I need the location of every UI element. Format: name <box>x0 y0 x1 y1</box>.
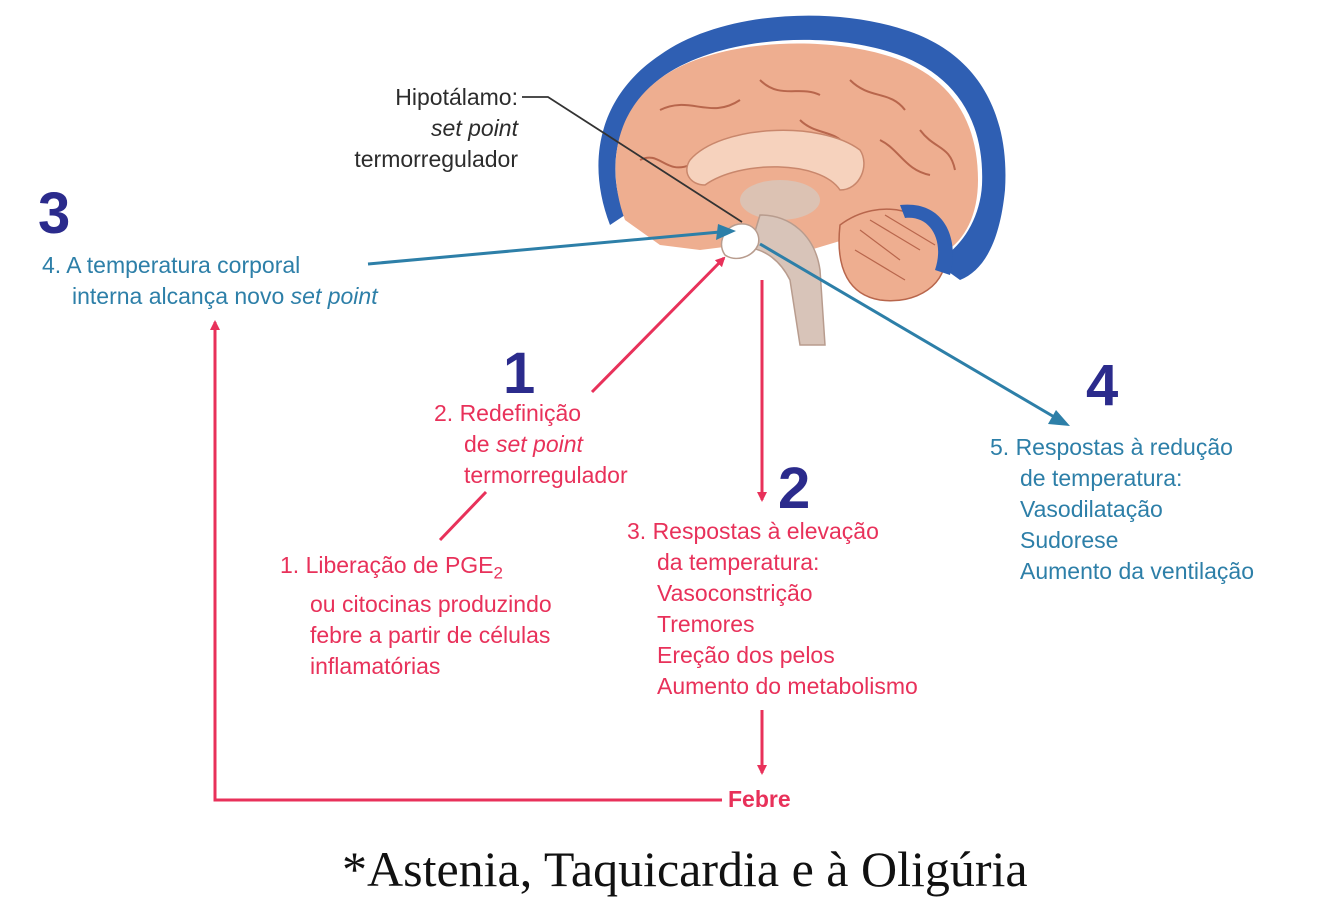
elevation-item: Ereção dos pelos <box>657 642 835 668</box>
elevation-item: Tremores <box>657 611 755 637</box>
liberation-line3: febre a partir de células <box>310 621 551 648</box>
redefinition-line3: termorregulador <box>464 462 628 488</box>
arrow-hypothalamus-to-reduction-responses <box>759 242 1057 420</box>
elevation-responses-label: 3. Respostas à elevação da temperatura: … <box>627 516 918 702</box>
core-temperature-label: 4. A temperatura corporal interna alcanç… <box>42 250 378 312</box>
reduction-item: Aumento da ventilação <box>1020 558 1254 584</box>
step-number-4: 4 <box>1086 353 1119 418</box>
arrow-core-temperature-to-hypothalamus <box>367 230 721 266</box>
liberation-line1: 1. Liberação de PGE <box>280 552 494 578</box>
meninges-outline <box>598 15 1006 280</box>
core-temperature-line2: interna alcança novo <box>72 283 291 309</box>
reduction-item: Sudorese <box>1020 527 1119 553</box>
hipotalamo-line2: set point <box>431 115 518 141</box>
core-temperature-line1: 4. A temperatura corporal <box>42 252 301 278</box>
redefinition-label: 2. Redefinição de set point termorregula… <box>434 398 628 491</box>
liberation-label: 1. Liberação de PGE2 ou citocinas produz… <box>280 550 552 682</box>
thalamus <box>740 180 820 220</box>
redefinition-line1: 2. Redefinição <box>434 400 582 426</box>
liberation-subscript: 2 <box>493 563 503 583</box>
cerebellum <box>838 208 947 302</box>
redefinition-setpoint: set point <box>495 431 583 457</box>
step-number-3: 3 <box>38 181 71 246</box>
arrow-redefinition-to-hypothalamus <box>590 256 726 394</box>
reduction-title2: de temperatura: <box>1020 465 1183 491</box>
arrowhead-reduction-responses <box>1048 410 1070 426</box>
redefinition-line2: de <box>464 431 496 457</box>
reduction-title1: 5. Respostas à redução <box>990 434 1233 460</box>
elevation-item: Aumento do metabolismo <box>657 673 918 699</box>
hipotalamo-label: Hipotálamo: set point termorregulador <box>322 82 518 175</box>
step-number-2: 2 <box>778 456 811 521</box>
arrow-febre-to-core-temperature <box>210 320 722 802</box>
elevation-title1: 3. Respostas à elevação <box>627 518 879 544</box>
core-temperature-setpoint: set point <box>290 283 378 309</box>
line-liberation-to-redefinition <box>438 490 488 542</box>
step-number-1: 1 <box>503 341 536 406</box>
footer-note: *Astenia, Taquicardia e à Oligúria <box>342 841 1028 897</box>
liberation-line4: inflamatórias <box>310 652 441 679</box>
hipotalamo-line1: Hipotálamo: <box>395 84 518 110</box>
reduction-item: Vasodilatação <box>1020 496 1163 522</box>
cerebellum-meninges <box>900 204 953 275</box>
elevation-item: Vasoconstrição <box>657 580 813 606</box>
hipotalamo-line3: termorregulador <box>354 146 518 172</box>
febre-label: Febre <box>728 786 791 812</box>
hipotalamo-leader-line <box>522 96 743 223</box>
brain-icon <box>598 15 1006 346</box>
arrowhead-core-temperature <box>716 224 736 240</box>
liberation-line2: ou citocinas produzindo <box>310 590 552 617</box>
corpus-callosum <box>686 129 865 191</box>
reduction-responses-label: 5. Respostas à redução de temperatura: V… <box>990 432 1254 587</box>
elevation-title2: da temperatura: <box>657 549 820 575</box>
